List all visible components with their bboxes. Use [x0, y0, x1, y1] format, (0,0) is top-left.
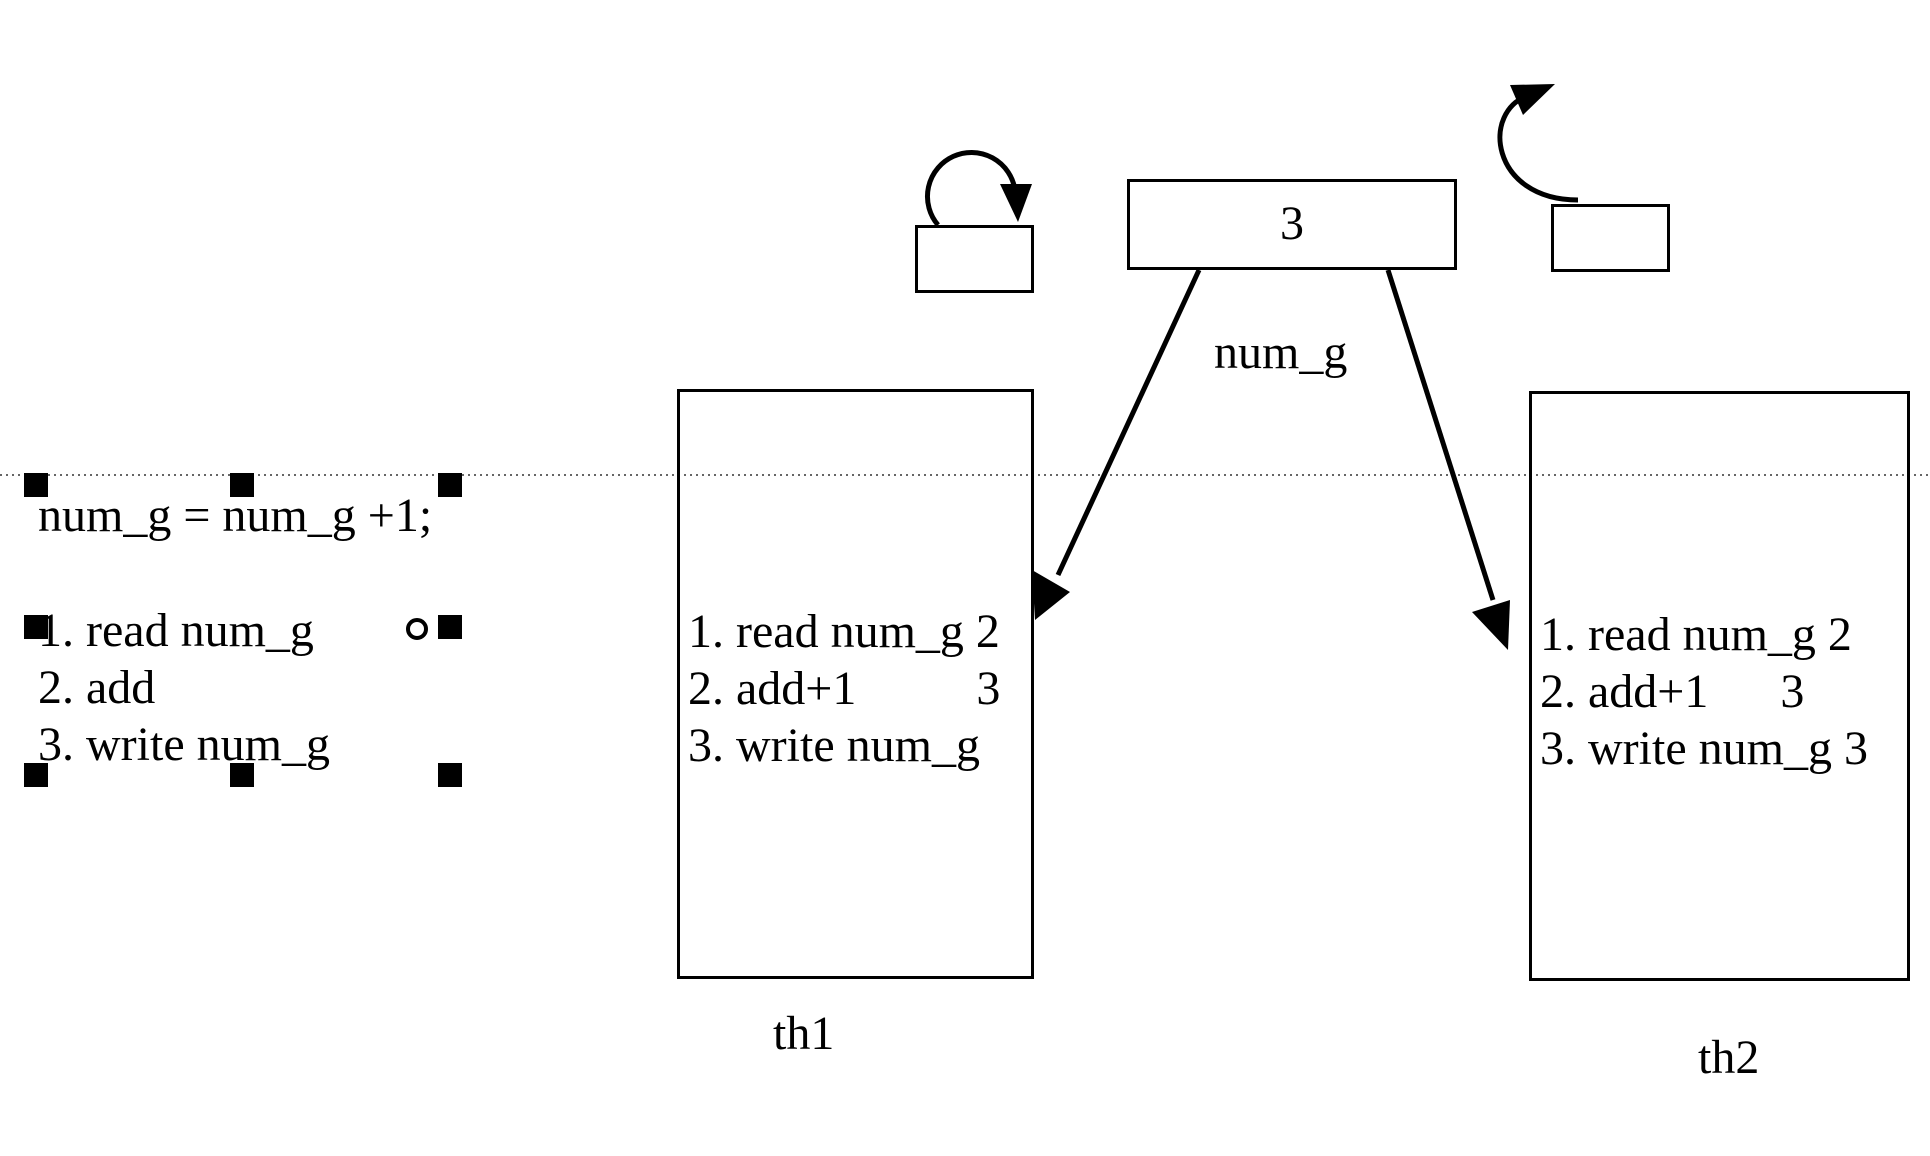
selection-handle[interactable] [230, 763, 254, 787]
loop-arrow-right-head [1510, 84, 1555, 115]
shared-var-box[interactable]: 3 [1127, 179, 1457, 270]
thread-box-th2[interactable]: 1. read num_g 2 2. add+1 3 3. write num_… [1529, 391, 1910, 981]
selection-handle[interactable] [24, 473, 48, 497]
selection-handle[interactable] [24, 615, 48, 639]
selection-handle[interactable] [24, 763, 48, 787]
th1-step: 2. add+1 3 [688, 662, 1001, 715]
loop-arrow-right [1497, 92, 1579, 203]
arrow-to-th2-head [1472, 600, 1510, 650]
th1-step: 1. read num_g 2 [688, 605, 1000, 658]
selection-handle[interactable] [438, 615, 462, 639]
selection-handle[interactable] [438, 473, 462, 497]
statement-line[interactable]: num_g = num_g +1; [38, 489, 433, 542]
arrow-to-th1 [1055, 268, 1202, 577]
small-box-right[interactable] [1551, 204, 1670, 272]
thread-box-th1[interactable]: 1. read num_g 2 2. add+1 3 3. write num_… [677, 389, 1034, 979]
arrow-to-th1-head [1032, 570, 1070, 620]
rotation-handle[interactable] [406, 618, 428, 640]
loop-arrow-left-head [1000, 184, 1032, 222]
th1-step: 3. write num_g [688, 719, 980, 772]
th2-step: 1. read num_g 2 [1540, 608, 1852, 661]
selection-handle[interactable] [230, 473, 254, 497]
selection-handle[interactable] [438, 763, 462, 787]
loop-arrow-left [925, 150, 1018, 227]
statement-step: 1. read num_g [38, 604, 314, 657]
shared-var-value: 3 [1280, 197, 1304, 250]
thread-label-th2: th2 [1698, 1031, 1760, 1084]
th2-step: 2. add+1 3 [1540, 665, 1805, 718]
shared-var-name: num_g [1214, 326, 1348, 379]
statement-step: 3. write num_g [38, 718, 330, 771]
thread-label-th1: th1 [773, 1007, 835, 1060]
th2-step: 3. write num_g 3 [1540, 722, 1868, 775]
arrow-to-th2 [1385, 269, 1496, 601]
statement-step: 2. add [38, 661, 156, 714]
small-box-left[interactable] [915, 225, 1034, 293]
